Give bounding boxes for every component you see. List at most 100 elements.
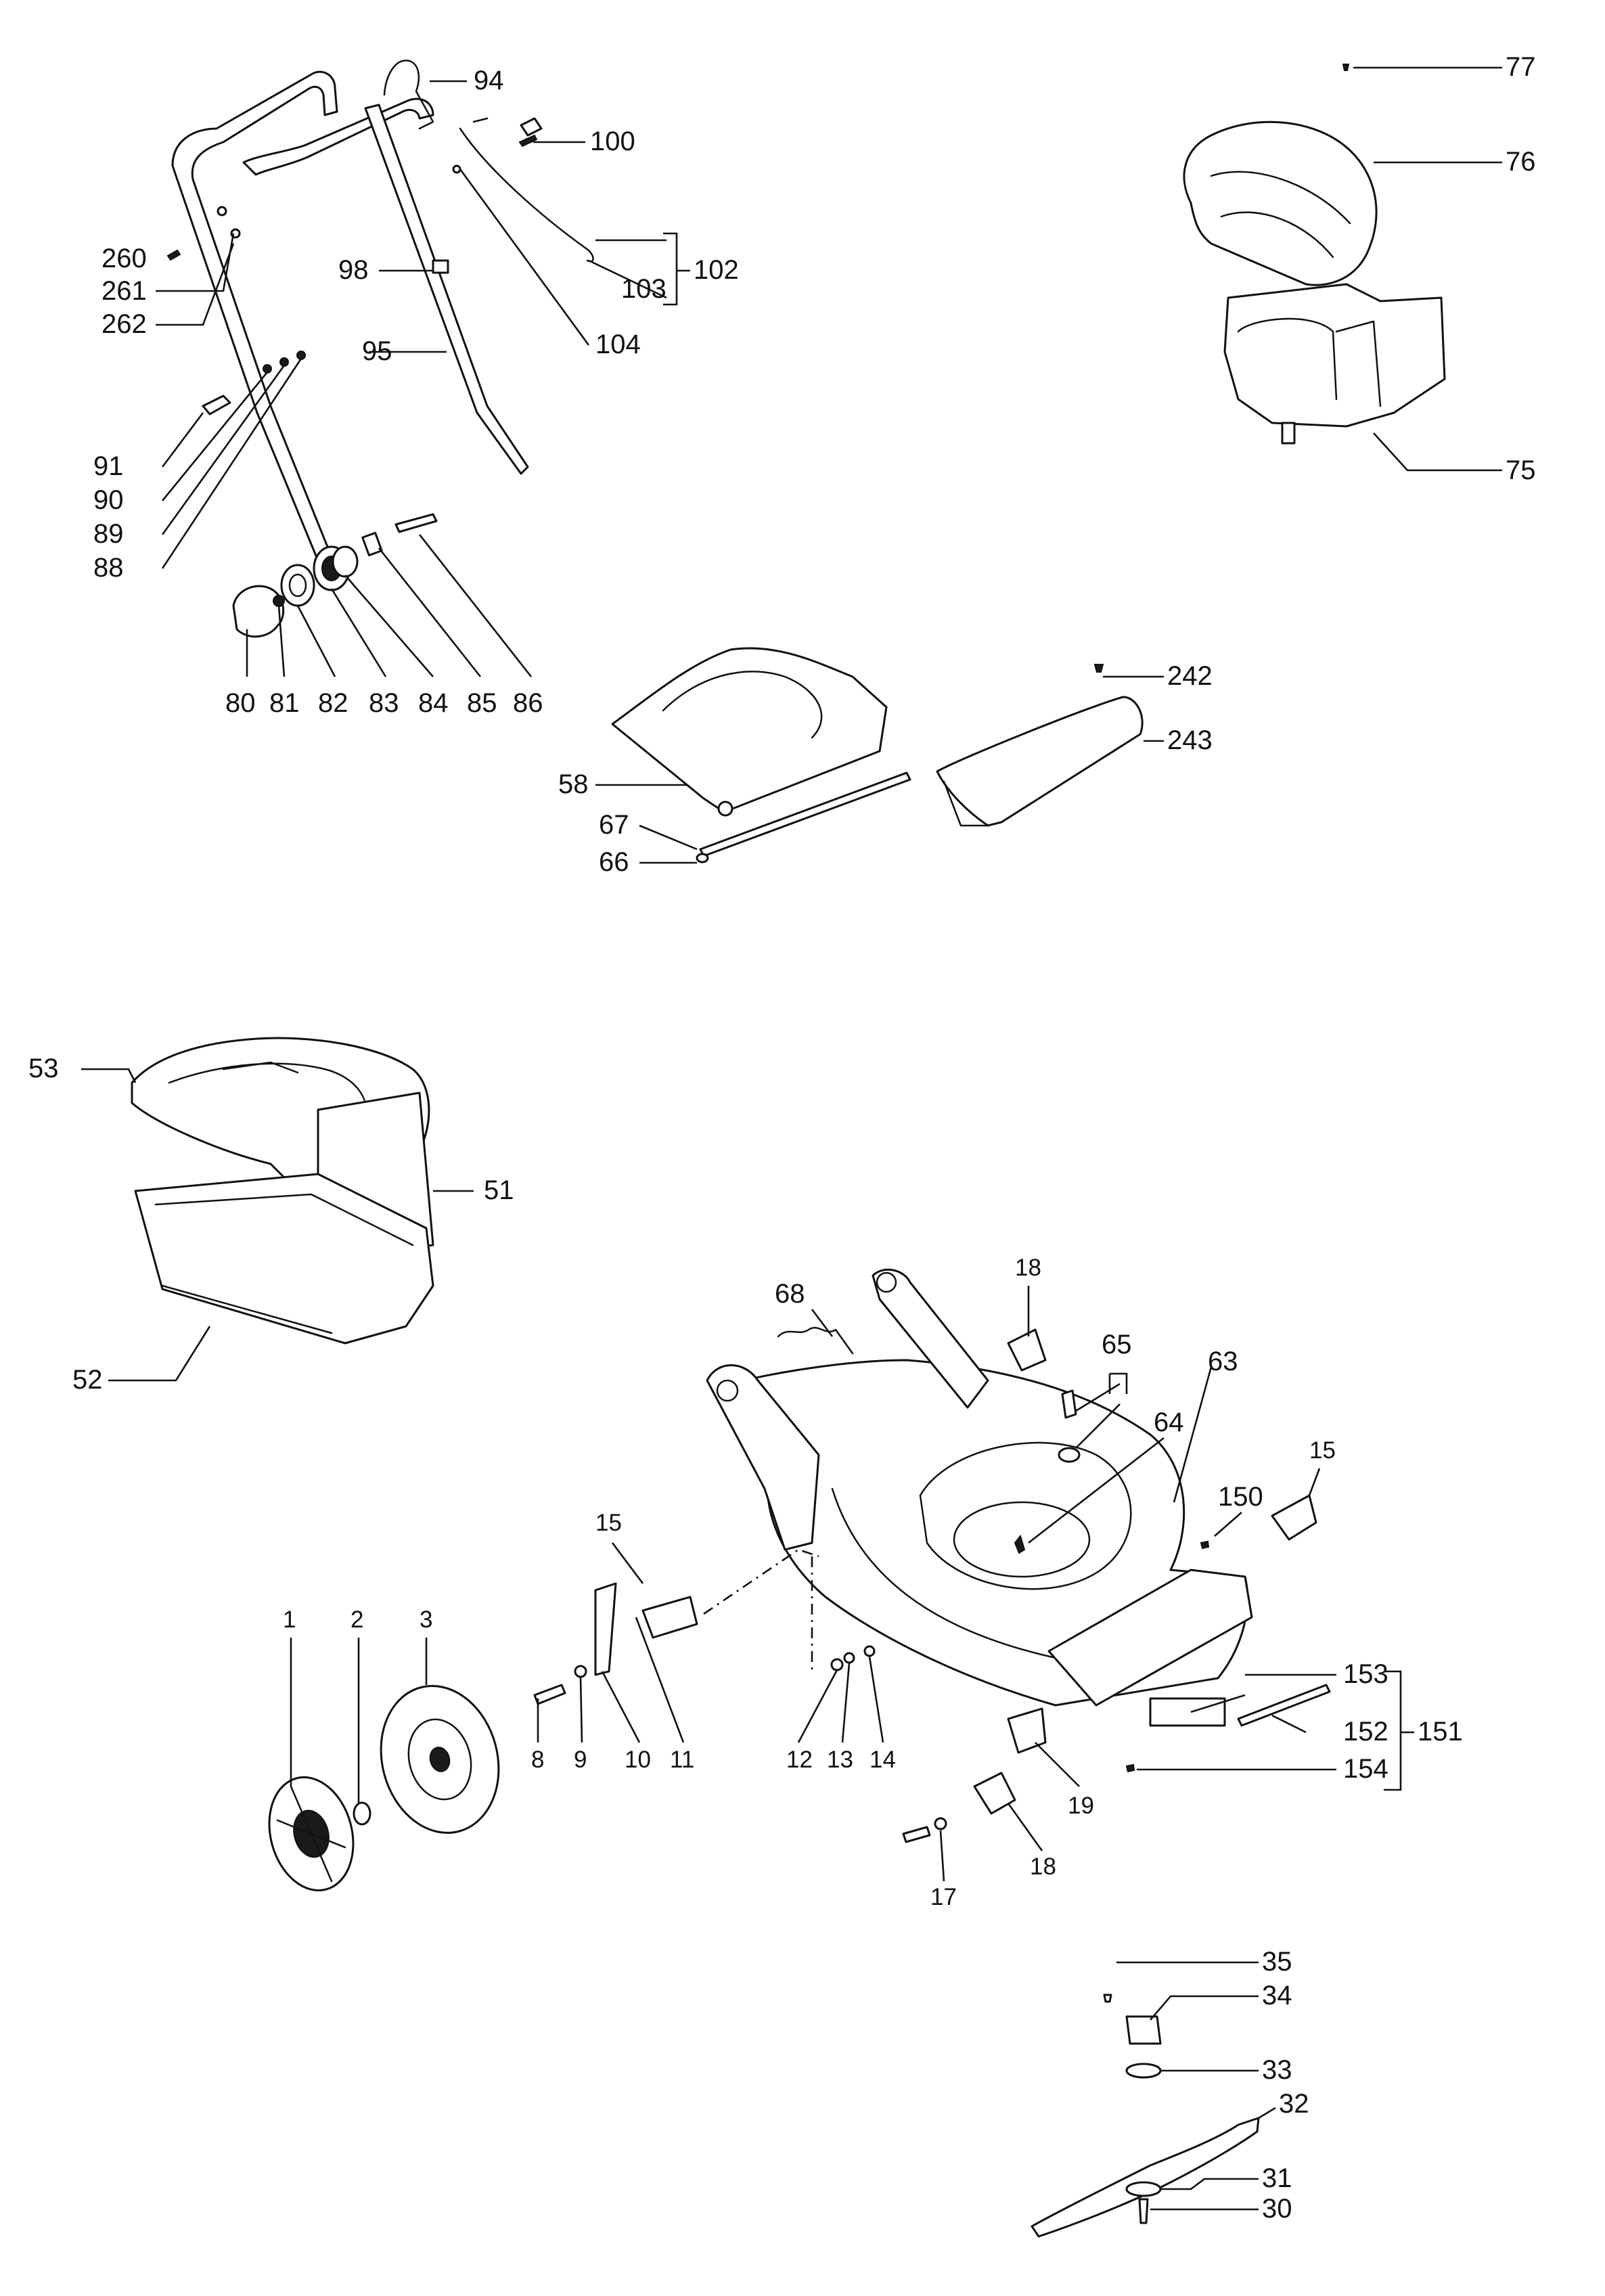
- handle-clip: [432, 259, 449, 274]
- wheel-rim: [407, 1718, 472, 1801]
- label-17: 17: [930, 1884, 957, 1910]
- label-15-right: 15: [1309, 1437, 1336, 1464]
- label-8: 8: [531, 1747, 544, 1773]
- label-261: 261: [101, 276, 147, 306]
- washer-33: [1125, 2063, 1162, 2079]
- label-10: 10: [625, 1747, 651, 1773]
- leader-lines: [81, 66, 1502, 2211]
- label-260: 260: [101, 244, 147, 273]
- cable-nipple: [452, 164, 461, 174]
- bolt-30: [1138, 2198, 1149, 2224]
- plate-19: [1007, 1707, 1047, 1754]
- label-98: 98: [338, 255, 369, 285]
- drive-bail: [383, 60, 434, 130]
- screw-260: [166, 249, 181, 261]
- label-100: 100: [590, 127, 635, 156]
- nut-2: [353, 1801, 371, 1826]
- label-89: 89: [93, 519, 124, 549]
- washer-small-3: [296, 351, 306, 360]
- bracket-151: [1384, 1670, 1414, 1791]
- label-262: 262: [101, 309, 147, 339]
- label-76: 76: [1506, 147, 1536, 177]
- label-90: 90: [93, 485, 124, 515]
- screw-154: [1125, 1763, 1135, 1773]
- hubcap-spokes: [276, 1785, 346, 1883]
- label-32: 32: [1279, 2089, 1309, 2119]
- engine-cover-76: [1183, 120, 1378, 286]
- label-83: 83: [369, 688, 399, 718]
- bag-bottom-seam: [161, 1284, 333, 1334]
- engine-tank-outline: [1237, 317, 1338, 401]
- screw-64: [1014, 1534, 1026, 1554]
- label-94: 94: [474, 66, 504, 95]
- screw-77: [1342, 64, 1350, 71]
- label-66: 66: [599, 847, 629, 877]
- deflector-group: [611, 647, 1144, 863]
- label-18-top: 18: [1015, 1255, 1041, 1281]
- cover-ridge-2: [1220, 211, 1334, 258]
- label-53: 53: [28, 1054, 59, 1083]
- deflector-edge: [943, 780, 989, 827]
- assembly-axis: [703, 1548, 819, 1671]
- grass-bag-assembly: [131, 1037, 434, 1345]
- label-3: 3: [420, 1606, 432, 1633]
- bag-body-52: [134, 1173, 434, 1345]
- label-35: 35: [1262, 1947, 1292, 1977]
- wheel-assembly: [268, 1548, 1047, 1892]
- knob-80: [232, 585, 285, 638]
- bolt-86: [394, 513, 438, 533]
- label-51: 51: [484, 1175, 514, 1205]
- deck-chute: [1047, 1569, 1253, 1707]
- label-12: 12: [786, 1747, 813, 1773]
- deck-rear-arm-right: [872, 1268, 989, 1409]
- label-154: 154: [1343, 1754, 1388, 1784]
- label-64: 64: [1154, 1408, 1184, 1437]
- label-86: 86: [513, 688, 543, 718]
- screw-150: [1200, 1540, 1210, 1550]
- bracket-102: [663, 232, 690, 306]
- label-68: 68: [775, 1279, 805, 1309]
- bracket-15-right: [1271, 1494, 1317, 1541]
- label-67: 67: [599, 810, 629, 840]
- cable-end: [472, 117, 489, 123]
- screw-242: [1093, 664, 1104, 673]
- label-102: 102: [694, 255, 739, 285]
- washer-66: [696, 853, 709, 863]
- washer-17: [934, 1817, 947, 1830]
- bolt-17: [902, 1826, 931, 1843]
- handle-bolt: [202, 395, 231, 415]
- blade-assembly: [1031, 1994, 1260, 2238]
- label-152: 152: [1343, 1717, 1388, 1747]
- label-18-bottom: 18: [1030, 1853, 1056, 1880]
- label-52: 52: [72, 1365, 103, 1395]
- adapter-34: [1125, 2015, 1162, 2045]
- mower-deck-assembly: [706, 1268, 1331, 1773]
- flap-bulge: [662, 671, 823, 739]
- label-2: 2: [351, 1606, 363, 1633]
- label-65: 65: [1102, 1330, 1132, 1359]
- rear-flap-58: [611, 647, 888, 813]
- washer-81: [273, 595, 285, 607]
- nut-14: [863, 1645, 876, 1657]
- label-243: 243: [1167, 725, 1213, 755]
- control-cable: [459, 127, 594, 263]
- label-19: 19: [1068, 1793, 1094, 1819]
- height-adjuster-group: [232, 513, 438, 638]
- label-58: 58: [558, 769, 589, 799]
- washer-65: [1058, 1447, 1081, 1463]
- label-13: 13: [827, 1747, 853, 1773]
- washer-13: [843, 1652, 855, 1664]
- label-91: 91: [93, 451, 124, 481]
- handle-screw: [217, 206, 227, 217]
- label-30: 30: [1262, 2194, 1292, 2224]
- label-15-left: 15: [595, 1510, 622, 1536]
- label-34: 34: [1262, 1981, 1292, 2010]
- label-80: 80: [225, 688, 256, 718]
- deck-motor-well: [919, 1441, 1132, 1590]
- label-153: 153: [1343, 1659, 1388, 1689]
- label-63: 63: [1208, 1347, 1238, 1376]
- bolt-65: [1061, 1389, 1077, 1419]
- label-1: 1: [283, 1606, 296, 1633]
- label-242: 242: [1167, 661, 1213, 691]
